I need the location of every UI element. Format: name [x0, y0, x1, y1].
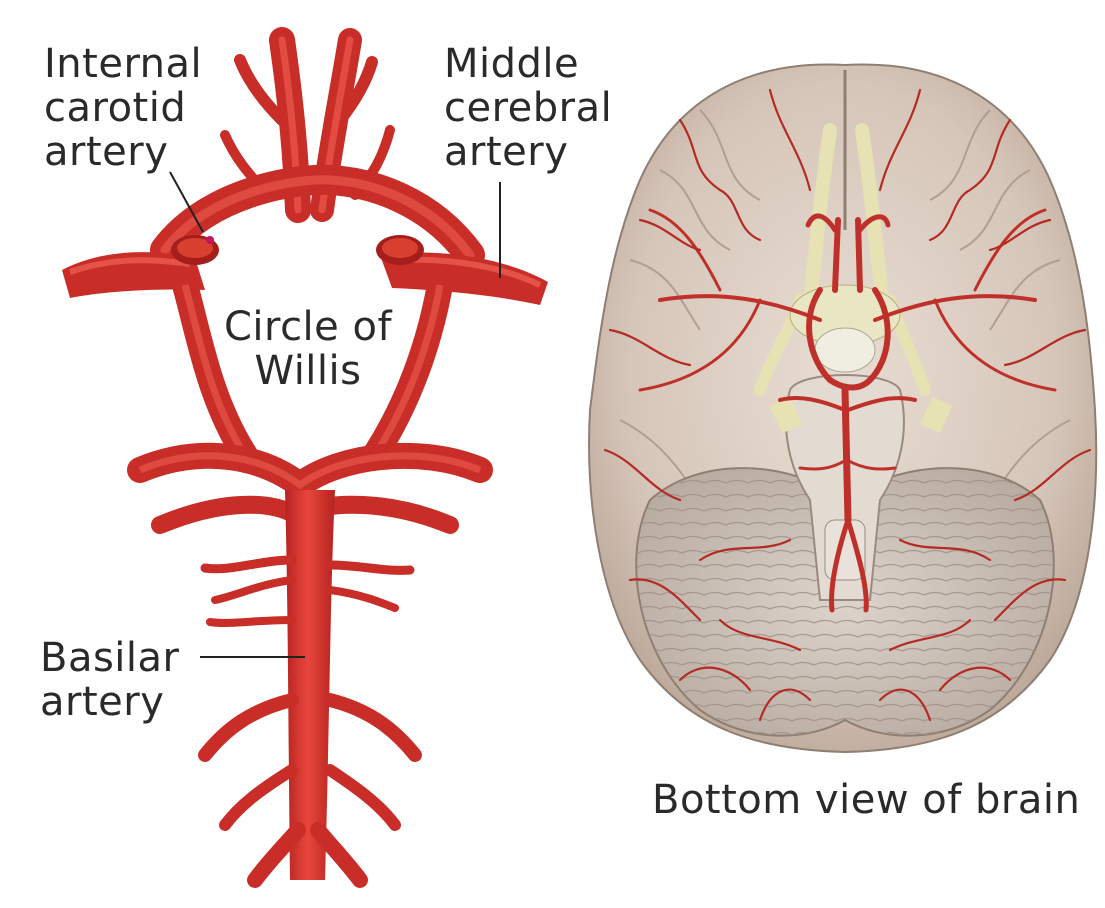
- middle-cerebral-line-1: Middle: [444, 41, 580, 87]
- brain-bottom-view-drawing: [588, 63, 1098, 754]
- bottom-view-caption: Bottom view of brain: [652, 777, 1081, 823]
- circle-of-willis-line-1: Circle of: [223, 304, 393, 350]
- internal-carotid-line-3: artery: [44, 129, 169, 175]
- basilar-artery-label: Basilar artery: [40, 636, 179, 724]
- middle-cerebral-line-2: cerebral: [444, 85, 613, 131]
- right-carotid-junction: [376, 235, 548, 305]
- middle-cerebral-artery-label: Middle cerebral artery: [444, 42, 612, 174]
- internal-carotid-leader-line: [169, 171, 204, 233]
- middle-cerebral-line-3: artery: [444, 129, 569, 175]
- surface-vessels: [603, 88, 1092, 722]
- internal-carotid-line-2: carotid: [44, 85, 187, 131]
- basilar-side-branches: [198, 555, 422, 888]
- basilar-artery-trunk: [285, 490, 335, 880]
- circle-of-willis-line-2: Willis: [254, 348, 362, 394]
- circle-of-willis-label: Circle of Willis: [208, 305, 408, 393]
- brain-arteries: [638, 208, 1057, 613]
- internal-carotid-artery-label: Internal carotid artery: [44, 42, 202, 174]
- basilar-line-2: artery: [40, 679, 165, 725]
- basilar-line-1: Basilar: [40, 635, 180, 681]
- internal-carotid-line-1: Internal: [44, 41, 203, 87]
- circle-of-willis-drawing: [62, 27, 548, 888]
- left-carotid-junction: [62, 235, 219, 298]
